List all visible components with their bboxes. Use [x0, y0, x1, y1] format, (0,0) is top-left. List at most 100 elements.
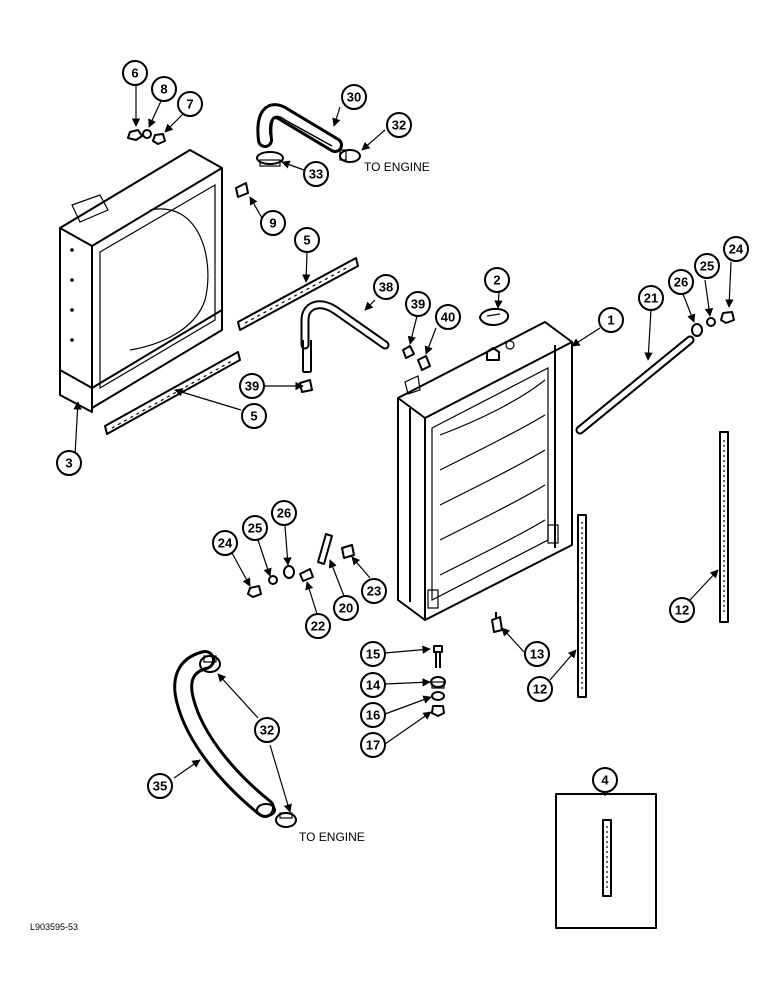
svg-text:24: 24 [218, 536, 233, 551]
seal-kit-box [555, 793, 657, 929]
svg-text:30: 30 [347, 90, 361, 105]
callout-30: 30 [341, 84, 367, 110]
hose-clamp-32-upper [339, 149, 361, 163]
callout-13: 13 [524, 641, 550, 667]
lower-hose [173, 650, 276, 818]
svg-text:8: 8 [160, 82, 167, 97]
svg-text:17: 17 [366, 738, 380, 753]
radiator-cap [479, 307, 509, 326]
callout-5-lower: 5 [241, 403, 267, 429]
svg-text:9: 9 [269, 216, 276, 231]
callout-23: 23 [361, 578, 387, 604]
hardware-lower [247, 533, 355, 598]
callout-26-upper: 26 [668, 269, 694, 295]
svg-text:3: 3 [65, 456, 72, 471]
leader-lines [73, 86, 734, 813]
svg-text:7: 7 [186, 97, 193, 112]
svg-text:35: 35 [153, 779, 167, 794]
callout-22: 22 [305, 613, 331, 639]
callout-7: 7 [177, 91, 203, 117]
clip-9 [235, 182, 249, 198]
seal-strip-upper [237, 257, 359, 331]
figure-id: L903595-53 [30, 922, 78, 932]
svg-text:4: 4 [601, 773, 609, 788]
svg-text:25: 25 [700, 259, 714, 274]
callout-16: 16 [360, 702, 386, 728]
callout-3: 3 [56, 450, 82, 476]
svg-text:32: 32 [260, 723, 274, 738]
callout-40: 40 [435, 304, 461, 330]
hose-clamp-32-lower-bottom [275, 812, 297, 828]
svg-text:40: 40 [441, 310, 455, 325]
callout-33: 33 [303, 161, 329, 187]
svg-text:12: 12 [533, 682, 547, 697]
seal-strip-lower [104, 351, 241, 435]
callout-25-upper: 25 [694, 253, 720, 279]
upper-hose [256, 103, 343, 153]
svg-text:5: 5 [250, 409, 257, 424]
callout-24-upper: 24 [723, 236, 749, 262]
svg-text:33: 33 [309, 167, 323, 182]
callout-8: 8 [151, 76, 177, 102]
svg-text:23: 23 [367, 584, 381, 599]
svg-text:15: 15 [366, 647, 380, 662]
svg-text:20: 20 [339, 601, 353, 616]
svg-text:13: 13 [530, 647, 544, 662]
callout-2: 2 [484, 267, 510, 293]
drain-cock [491, 612, 503, 633]
callout-24-lower: 24 [212, 530, 238, 556]
callout-5-upper: 5 [294, 227, 320, 253]
callout-35: 35 [147, 773, 173, 799]
callout-39-lower: 39 [239, 373, 265, 399]
fan-shroud [59, 149, 223, 413]
callout-25-lower: 25 [242, 515, 268, 541]
svg-text:26: 26 [277, 506, 291, 521]
callout-32-lower: 32 [254, 717, 280, 743]
callout-12-right: 12 [669, 597, 695, 623]
svg-text:12: 12 [675, 603, 689, 618]
svg-text:39: 39 [411, 297, 425, 312]
svg-text:16: 16 [366, 708, 380, 723]
hose-clamp-32-lower-top [199, 655, 221, 673]
seal-12-middle [577, 514, 587, 698]
svg-text:5: 5 [303, 233, 310, 248]
fitting-40 [417, 355, 431, 371]
hose-clamp-33 [256, 151, 284, 167]
callout-38: 38 [373, 274, 399, 300]
svg-text:25: 25 [248, 521, 262, 536]
svg-text:14: 14 [366, 678, 381, 693]
callout-4: 4 [592, 767, 618, 793]
callout-39-upper: 39 [405, 291, 431, 317]
clip-39-upper [402, 345, 415, 359]
callout-12-middle: 12 [527, 676, 553, 702]
callout-26-lower: 26 [271, 500, 297, 526]
svg-text:26: 26 [674, 275, 688, 290]
hardware-6-7-8 [127, 129, 166, 145]
svg-text:1: 1 [607, 313, 614, 328]
svg-text:38: 38 [379, 280, 393, 295]
callout-20: 20 [333, 595, 359, 621]
radiator [397, 321, 573, 621]
support-rod [575, 335, 695, 435]
svg-text:32: 32 [392, 118, 406, 133]
svg-text:21: 21 [644, 291, 658, 306]
seal-12-right [719, 431, 729, 623]
callout-32-top: 32 [386, 112, 412, 138]
callout-6: 6 [122, 60, 148, 86]
note-to-engine-top: TO ENGINE [364, 160, 430, 174]
svg-text:2: 2 [493, 273, 500, 288]
overflow-tube [300, 300, 390, 373]
svg-text:39: 39 [245, 379, 259, 394]
callout-15: 15 [360, 641, 386, 667]
callout-9: 9 [260, 210, 286, 236]
hardware-24-25-26-upper [691, 311, 735, 337]
callout-14: 14 [360, 672, 386, 698]
svg-text:22: 22 [311, 619, 325, 634]
callout-21: 21 [638, 285, 664, 311]
svg-text:24: 24 [729, 242, 744, 257]
svg-text:6: 6 [131, 66, 138, 81]
callout-17: 17 [360, 732, 386, 758]
note-to-engine-bottom: TO ENGINE [299, 830, 365, 844]
bolt-stack [430, 645, 446, 717]
